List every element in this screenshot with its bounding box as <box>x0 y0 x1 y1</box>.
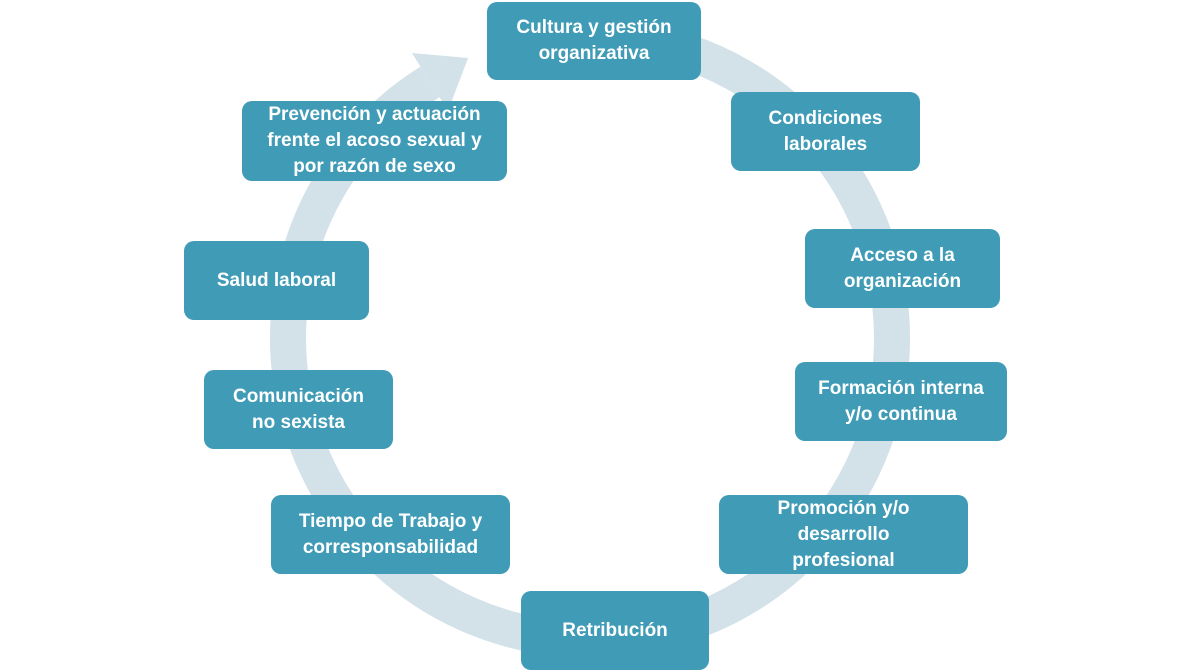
node-prevencion: Prevención y actuación frente el acoso s… <box>242 101 507 181</box>
node-acceso: Acceso a la organización <box>805 229 1000 308</box>
node-label: Condiciones laborales <box>768 107 883 155</box>
node-comunicacion: Comunicación no sexista <box>204 370 393 449</box>
node-cultura: Cultura y gestión organizativa <box>487 2 701 80</box>
node-label: Salud laboral <box>216 269 337 291</box>
node-label: Acceso a la organización <box>843 244 962 292</box>
node-tiempo: Tiempo de Trabajo y corresponsabilidad <box>271 495 510 574</box>
node-label: Cultura y gestión organizativa <box>516 17 672 64</box>
node-condiciones: Condiciones laborales <box>731 92 920 171</box>
node-retribucion: Retribución <box>521 591 709 670</box>
node-label: Promoción y/o desarrollo profesional <box>777 497 910 571</box>
node-label: Formación interna y/o continua <box>818 377 984 425</box>
node-label: Tiempo de Trabajo y corresponsabilidad <box>298 510 483 558</box>
node-label: Comunicación no sexista <box>233 385 364 433</box>
node-formacion: Formación interna y/o continua <box>795 362 1007 441</box>
arrowhead-icon <box>411 53 469 111</box>
node-label: Retribución <box>562 619 668 641</box>
node-label: Prevención y actuación frente el acoso s… <box>267 104 482 177</box>
node-promocion: Promoción y/o desarrollo profesional <box>719 495 968 574</box>
node-salud: Salud laboral <box>184 241 369 320</box>
